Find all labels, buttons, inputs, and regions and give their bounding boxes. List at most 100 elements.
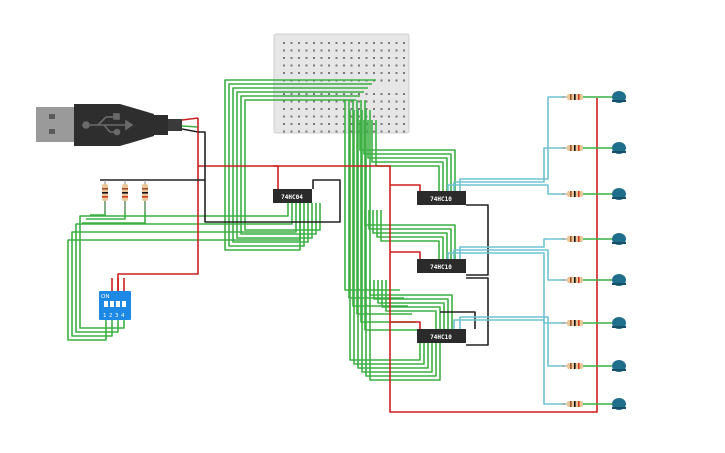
breadboard-hole [350, 108, 353, 110]
dip-toggle-2[interactable] [110, 301, 114, 307]
breadboard-hole [305, 130, 308, 133]
breadboard-hole [343, 93, 345, 95]
dip-toggle-1[interactable] [104, 301, 108, 307]
breadboard-hole [365, 49, 368, 52]
breadboard-hole [335, 42, 338, 44]
breadboard-hole [358, 108, 360, 110]
dip-position-1: 1 [103, 313, 107, 319]
dip-on-label: ON [101, 294, 109, 300]
breadboard-hole [365, 72, 368, 74]
breadboard-hole [380, 115, 383, 118]
green-wire [236, 91, 364, 239]
breadboard-hole [283, 64, 285, 67]
breadboard-hole [283, 49, 285, 52]
dip-position-2: 2 [109, 313, 113, 319]
breadboard-hole [343, 42, 345, 44]
dip-toggle-3[interactable] [116, 301, 120, 307]
breadboard-hole [373, 115, 375, 118]
chip-74hc10-top-label: 74HC10 [430, 196, 452, 203]
breadboard-hole [403, 108, 405, 110]
black-wire [466, 277, 489, 346]
breadboard-hole [320, 93, 323, 95]
breadboard-hole [305, 49, 308, 52]
breadboard-hole [358, 115, 360, 118]
breadboard-hole [283, 100, 285, 103]
breadboard-hole [320, 64, 323, 67]
breadboard-hole [380, 123, 383, 125]
green-wire [385, 280, 437, 329]
breadboard-hole [283, 123, 285, 125]
breadboard-hole [403, 64, 405, 67]
chip-74hc10-top[interactable]: 74HC10 [417, 191, 466, 205]
breadboard-hole [403, 57, 405, 59]
breadboard-hole [350, 64, 353, 67]
breadboard-hole [335, 100, 338, 103]
breadboard-hole [373, 64, 375, 67]
breadboard-hole [373, 57, 375, 59]
breadboard-hole [395, 115, 398, 118]
dip-position-3: 3 [115, 313, 119, 319]
breadboard-hole [373, 42, 375, 44]
breadboard-hole [290, 64, 293, 67]
wires [67, 79, 598, 413]
breadboard-hole [388, 115, 390, 118]
breadboard-hole [388, 79, 390, 82]
breadboard-hole [335, 115, 338, 118]
breadboard-hole [320, 49, 323, 52]
breadboard-hole [388, 108, 390, 110]
dip-toggle-4[interactable] [122, 301, 126, 307]
green-wire [240, 95, 360, 235]
breadboard-hole [395, 123, 398, 125]
breadboard-hole [283, 42, 285, 44]
breadboard-hole [290, 49, 293, 52]
green-wire [377, 280, 445, 329]
breadboard-hole [343, 100, 345, 103]
chip-74hc10-bottom[interactable]: 74HC10 [417, 329, 466, 343]
breadboard-hole [350, 93, 353, 95]
breadboard-hole [313, 93, 315, 95]
breadboard-hole [305, 64, 308, 67]
breadboard-hole [313, 64, 315, 67]
breadboard-hole [388, 42, 390, 44]
breadboard-hole [298, 57, 300, 59]
breadboard-hole [283, 72, 285, 74]
cyan-wire [459, 96, 565, 191]
breadboard-hole [380, 42, 383, 44]
breadboard-hole [350, 100, 353, 103]
breadboard-hole [313, 108, 315, 110]
breadboard-hole [328, 57, 330, 59]
red-wire [390, 321, 421, 329]
breadboard-hole [403, 93, 405, 95]
green-wire [364, 100, 420, 331]
breadboard-hole [403, 115, 405, 118]
breadboard-hole [283, 130, 285, 133]
breadboard-hole [343, 123, 345, 125]
breadboard-hole [313, 57, 315, 59]
breadboard-hole [305, 123, 308, 125]
breadboard-hole [373, 130, 375, 133]
breadboard-hole [358, 72, 360, 74]
green-wire [364, 210, 456, 259]
breadboard-hole [320, 108, 323, 110]
breadboard-hole [365, 108, 368, 110]
usb-cable-ends [181, 117, 199, 133]
breadboard-hole [335, 49, 338, 52]
breadboard-hole [365, 100, 368, 103]
breadboard-hole [350, 57, 353, 59]
breadboard-hole [350, 115, 353, 118]
green-wire [356, 100, 412, 315]
usb-plug[interactable] [36, 104, 199, 146]
breadboard-hole [283, 93, 285, 95]
breadboard-hole [335, 64, 338, 67]
breadboard-hole [328, 49, 330, 52]
dip-switch[interactable]: ON 1 2 3 4 [99, 291, 131, 320]
breadboard-hole [313, 100, 315, 103]
breadboard-hole [320, 130, 323, 133]
green-wire [365, 110, 437, 377]
breadboard-hole [395, 72, 398, 74]
breadboard-hole [343, 49, 345, 52]
chip-74hc10-middle[interactable]: 74HC10 [417, 259, 466, 273]
chip-74hc04[interactable]: 74HC04 [273, 189, 312, 203]
breadboard-hole [320, 100, 323, 103]
